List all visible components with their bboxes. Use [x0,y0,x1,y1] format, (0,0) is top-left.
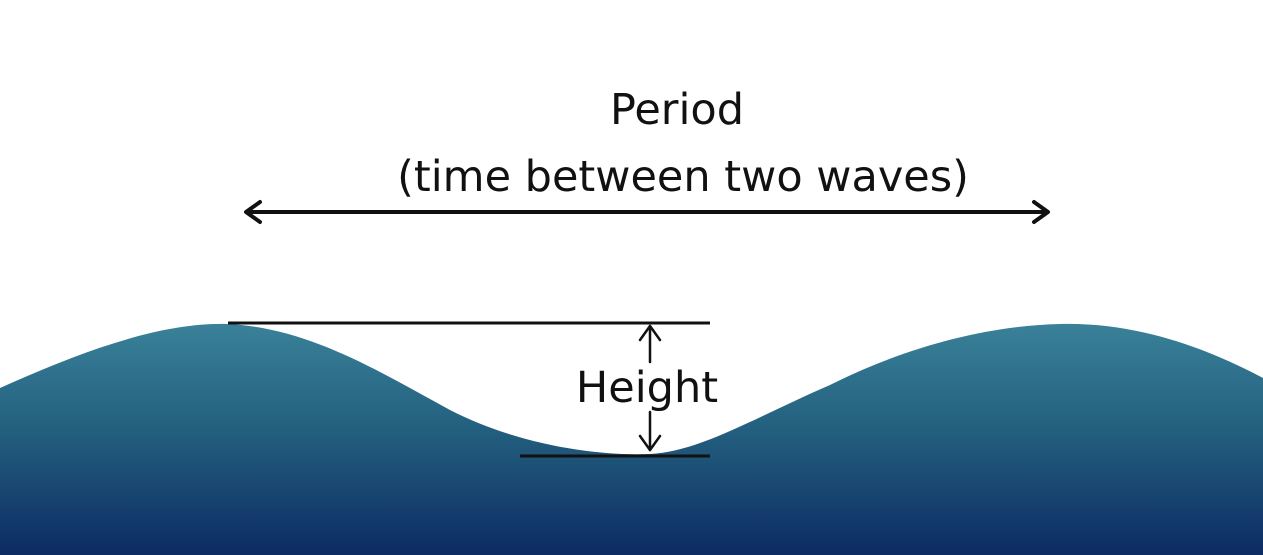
height-label: Height [576,363,718,413]
period-title: Period [610,85,744,135]
ocean-wave [0,323,1263,555]
height-arrow-down [638,410,662,452]
period-subtitle: (time between two waves) [397,152,969,202]
period-arrow [244,200,1050,224]
height-arrow-up [638,324,662,364]
